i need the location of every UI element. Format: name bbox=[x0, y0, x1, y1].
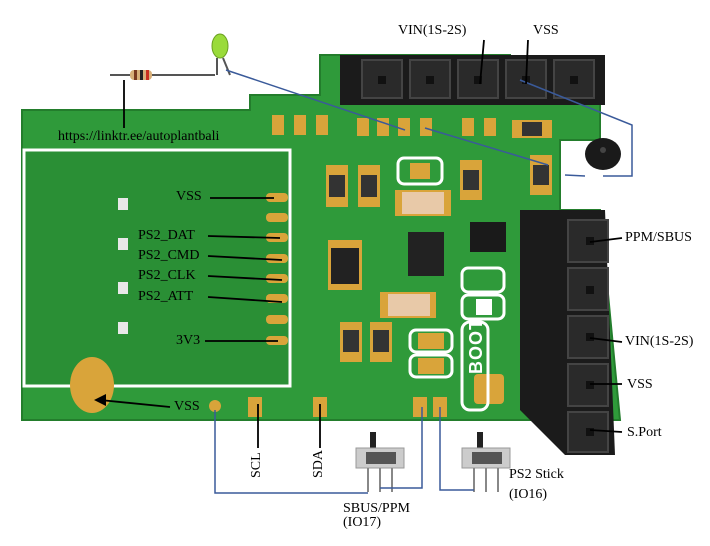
label-vss-left: VSS bbox=[176, 190, 202, 204]
label-vin-right: VIN(1S-2S) bbox=[625, 335, 693, 349]
label-sda: SDA bbox=[312, 450, 326, 478]
top-pads bbox=[272, 115, 496, 136]
large-gold-pad bbox=[70, 357, 114, 413]
label-ps2-stick: PS2 Stick bbox=[509, 468, 564, 482]
buzzer-component bbox=[585, 138, 621, 170]
label-vss-right: VSS bbox=[627, 378, 653, 392]
resistor-component bbox=[110, 70, 215, 80]
label-sbus-ppm: SBUS/PPM bbox=[343, 502, 410, 516]
label-vss-bottom: VSS bbox=[174, 400, 200, 414]
label-vss-top: VSS bbox=[533, 24, 559, 38]
label-scl: SCL bbox=[250, 452, 264, 478]
label-ps2-dat: PS2_DAT bbox=[138, 229, 195, 243]
label-ps2-att: PS2_ATT bbox=[138, 290, 193, 304]
label-io17: (IO17) bbox=[343, 516, 381, 530]
switch-sbus-ppm bbox=[356, 432, 404, 492]
led-component bbox=[212, 34, 230, 75]
label-ppm-sbus: PPM/SBUS bbox=[625, 231, 692, 245]
label-3v3: 3V3 bbox=[176, 334, 200, 348]
label-sport: S.Port bbox=[627, 426, 662, 440]
label-io16: (IO16) bbox=[509, 488, 547, 502]
label-vin-top: VIN(1S-2S) bbox=[398, 24, 466, 38]
label-ps2-clk: PS2_CLK bbox=[138, 269, 196, 283]
label-ps2-cmd: PS2_CMD bbox=[138, 249, 199, 263]
label-boot: BOOT bbox=[466, 318, 487, 374]
label-url: https://linktr.ee/autoplantbali bbox=[58, 130, 219, 144]
switch-ps2-stick bbox=[462, 432, 510, 492]
